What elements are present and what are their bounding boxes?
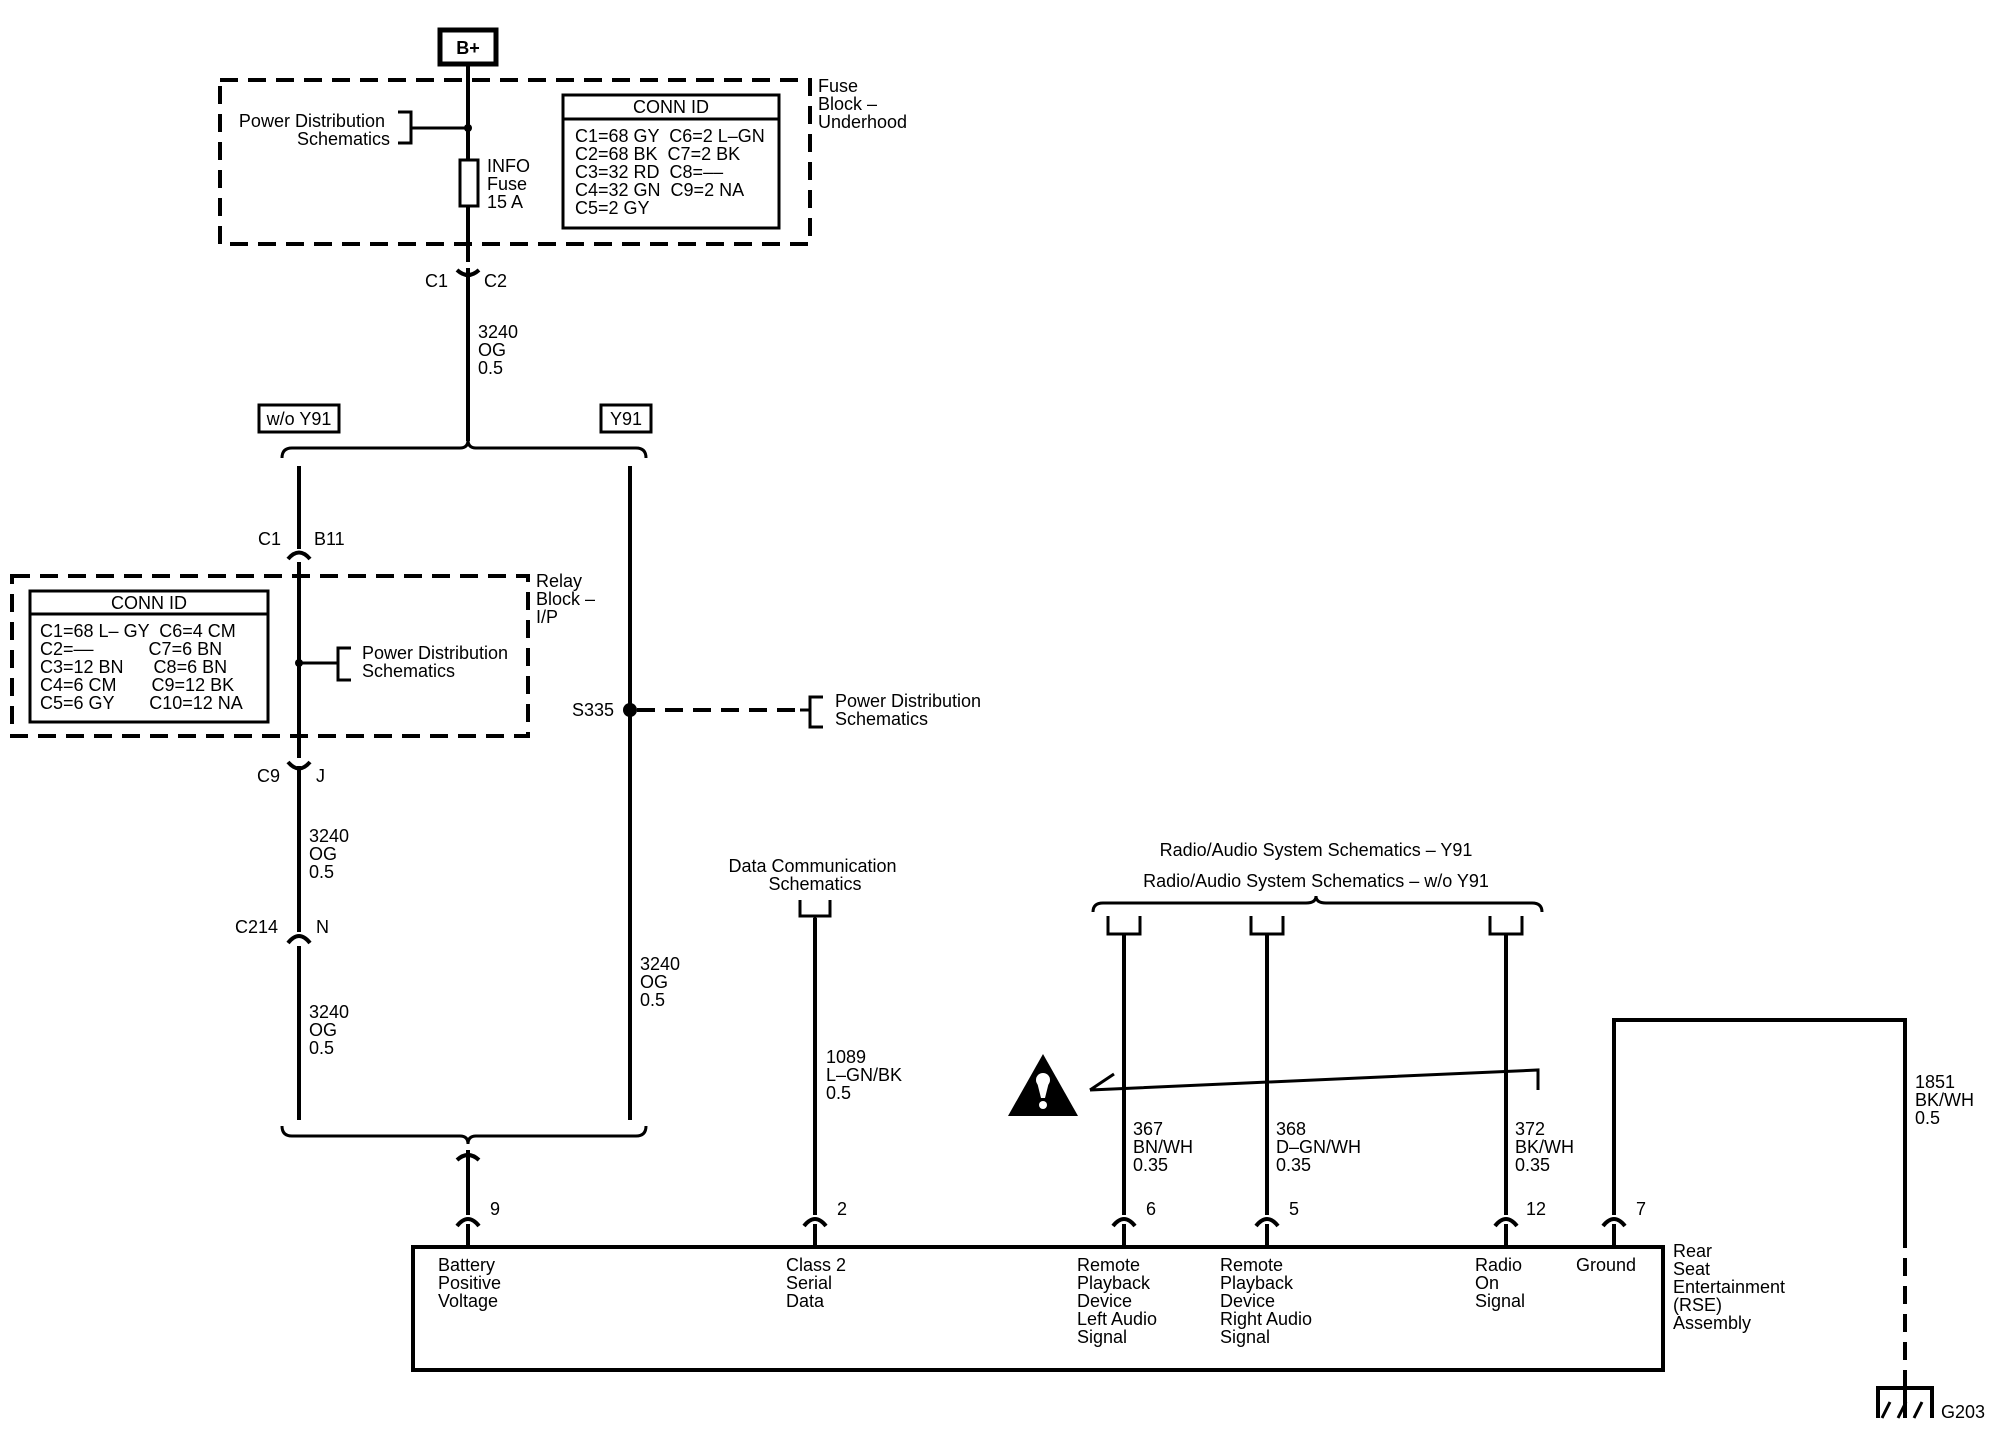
relay-block-conn-id-table bbox=[28, 589, 270, 724]
relay-conn-id-title: CONN ID bbox=[111, 593, 187, 613]
pin-num-12: 12 bbox=[1526, 1199, 1546, 1219]
wire-3240-right: 3240 OG 0.5 bbox=[640, 954, 685, 1010]
fuse-out-c1: C1 bbox=[425, 271, 448, 291]
wire-1851: 1851 BK/WH 0.5 bbox=[1915, 1072, 1979, 1128]
pin-num-2: 2 bbox=[837, 1199, 847, 1219]
info-fuse-label: INFO Fuse 15 A bbox=[487, 156, 535, 212]
fuse-block-outline bbox=[218, 78, 812, 246]
fuse-block-label: Fuse Block – Underhood bbox=[818, 76, 907, 132]
pin-label-battery: Battery Positive Voltage bbox=[438, 1255, 506, 1311]
connector-relay-in bbox=[286, 550, 312, 561]
wire-3240-left-1: 3240 OG 0.5 bbox=[309, 826, 354, 882]
rse-module-name: Rear Seat Entertainment (RSE) Assembly bbox=[1673, 1241, 1790, 1333]
s335-ref-bracket bbox=[800, 695, 823, 729]
fuse-out-c2: C2 bbox=[484, 271, 507, 291]
fuse-block-conn-id-table bbox=[561, 93, 781, 230]
wire-372: 372 BK/WH 0.35 bbox=[1515, 1119, 1579, 1175]
wire-367: 367 BN/WH 0.35 bbox=[1133, 1119, 1198, 1175]
option-merge-bracket bbox=[280, 1125, 648, 1145]
fuse-conn-id-rows: C1=68 GY C6=2 L–GN C2=68 BK C7=2 BK C3=3… bbox=[0, 0, 790, 218]
pin-num-5: 5 bbox=[1289, 1199, 1299, 1219]
c214-pin-n: N bbox=[316, 917, 329, 937]
splice-s335 bbox=[623, 703, 637, 717]
radio-ref-y91: Radio/Audio System Schematics – Y91 bbox=[1160, 840, 1473, 860]
wire-3240-top: 3240 OG 0.5 bbox=[478, 322, 523, 378]
pin-label-radio-on: Radio On Signal bbox=[1475, 1255, 1527, 1311]
info-fuse bbox=[458, 158, 480, 208]
pin-num-9: 9 bbox=[490, 1199, 500, 1219]
ground-symbol-g203 bbox=[1876, 1380, 1934, 1419]
rse-module-box bbox=[411, 1245, 1665, 1372]
wire-3240-left-2: 3240 OG 0.5 bbox=[309, 1002, 354, 1058]
radio-ref-bracket bbox=[1091, 895, 1544, 913]
pin-num-7: 7 bbox=[1636, 1199, 1646, 1219]
pin-label-right-audio: Remote Playback Device Right Audio Signa… bbox=[1220, 1255, 1317, 1347]
s335-power-dist-ref: Power Distribution Schematics bbox=[835, 691, 986, 729]
splice-s335-label: S335 bbox=[572, 700, 614, 720]
ref-bracket bbox=[398, 110, 468, 145]
option-y91-label: Y91 bbox=[610, 409, 642, 429]
relay-block-outline bbox=[10, 574, 530, 738]
option-tag-wo-y91 bbox=[257, 403, 341, 434]
ground-id-label: G203 bbox=[1941, 1402, 1985, 1422]
c214-label: C214 bbox=[235, 917, 278, 937]
relay-in-c1: C1 bbox=[258, 529, 281, 549]
warning-icon bbox=[1008, 1054, 1078, 1116]
option-tag-y91 bbox=[599, 403, 653, 434]
fuse-conn-id-title: CONN ID bbox=[633, 97, 709, 117]
relay-ref-bracket bbox=[299, 646, 351, 682]
pin-label-class2: Class 2 Serial Data bbox=[786, 1255, 851, 1311]
connector-c214 bbox=[286, 934, 312, 945]
data-comm-ref: Data Communication Schematics bbox=[728, 856, 901, 894]
pin-label-left-audio: Remote Playback Device Left Audio Signal bbox=[1077, 1255, 1162, 1347]
relay-out-c9: C9 bbox=[257, 766, 280, 786]
module-pin-connectors bbox=[455, 1217, 1627, 1247]
fuse-block-power-dist-ref: Power Distribution Schematics bbox=[239, 111, 390, 149]
b-plus-label: B+ bbox=[456, 38, 480, 58]
relay-conn-id-rows: C1=68 L– GY C6=4 CM C2=–– C7=6 BN C3=12 … bbox=[0, 0, 261, 713]
wire-368: 368 D–GN/WH 0.35 bbox=[1276, 1119, 1366, 1175]
relay-in-b11: B11 bbox=[314, 529, 345, 549]
wire-1089: 1089 L–GN/BK 0.5 bbox=[826, 1047, 907, 1103]
pin-label-ground: Ground bbox=[1576, 1255, 1636, 1275]
relay-power-dist-ref: Power Distribution Schematics bbox=[362, 643, 513, 681]
radio-ref-wo-y91: Radio/Audio System Schematics – w/o Y91 bbox=[1143, 871, 1489, 891]
relay-block-label: Relay Block – I/P bbox=[536, 571, 600, 627]
option-wo-y91-label: w/o Y91 bbox=[266, 409, 332, 429]
twisted-pair-marker bbox=[1089, 1068, 1540, 1092]
relay-out-j: J bbox=[316, 766, 325, 786]
pin-num-6: 6 bbox=[1146, 1199, 1156, 1219]
option-split-bracket bbox=[280, 439, 648, 459]
